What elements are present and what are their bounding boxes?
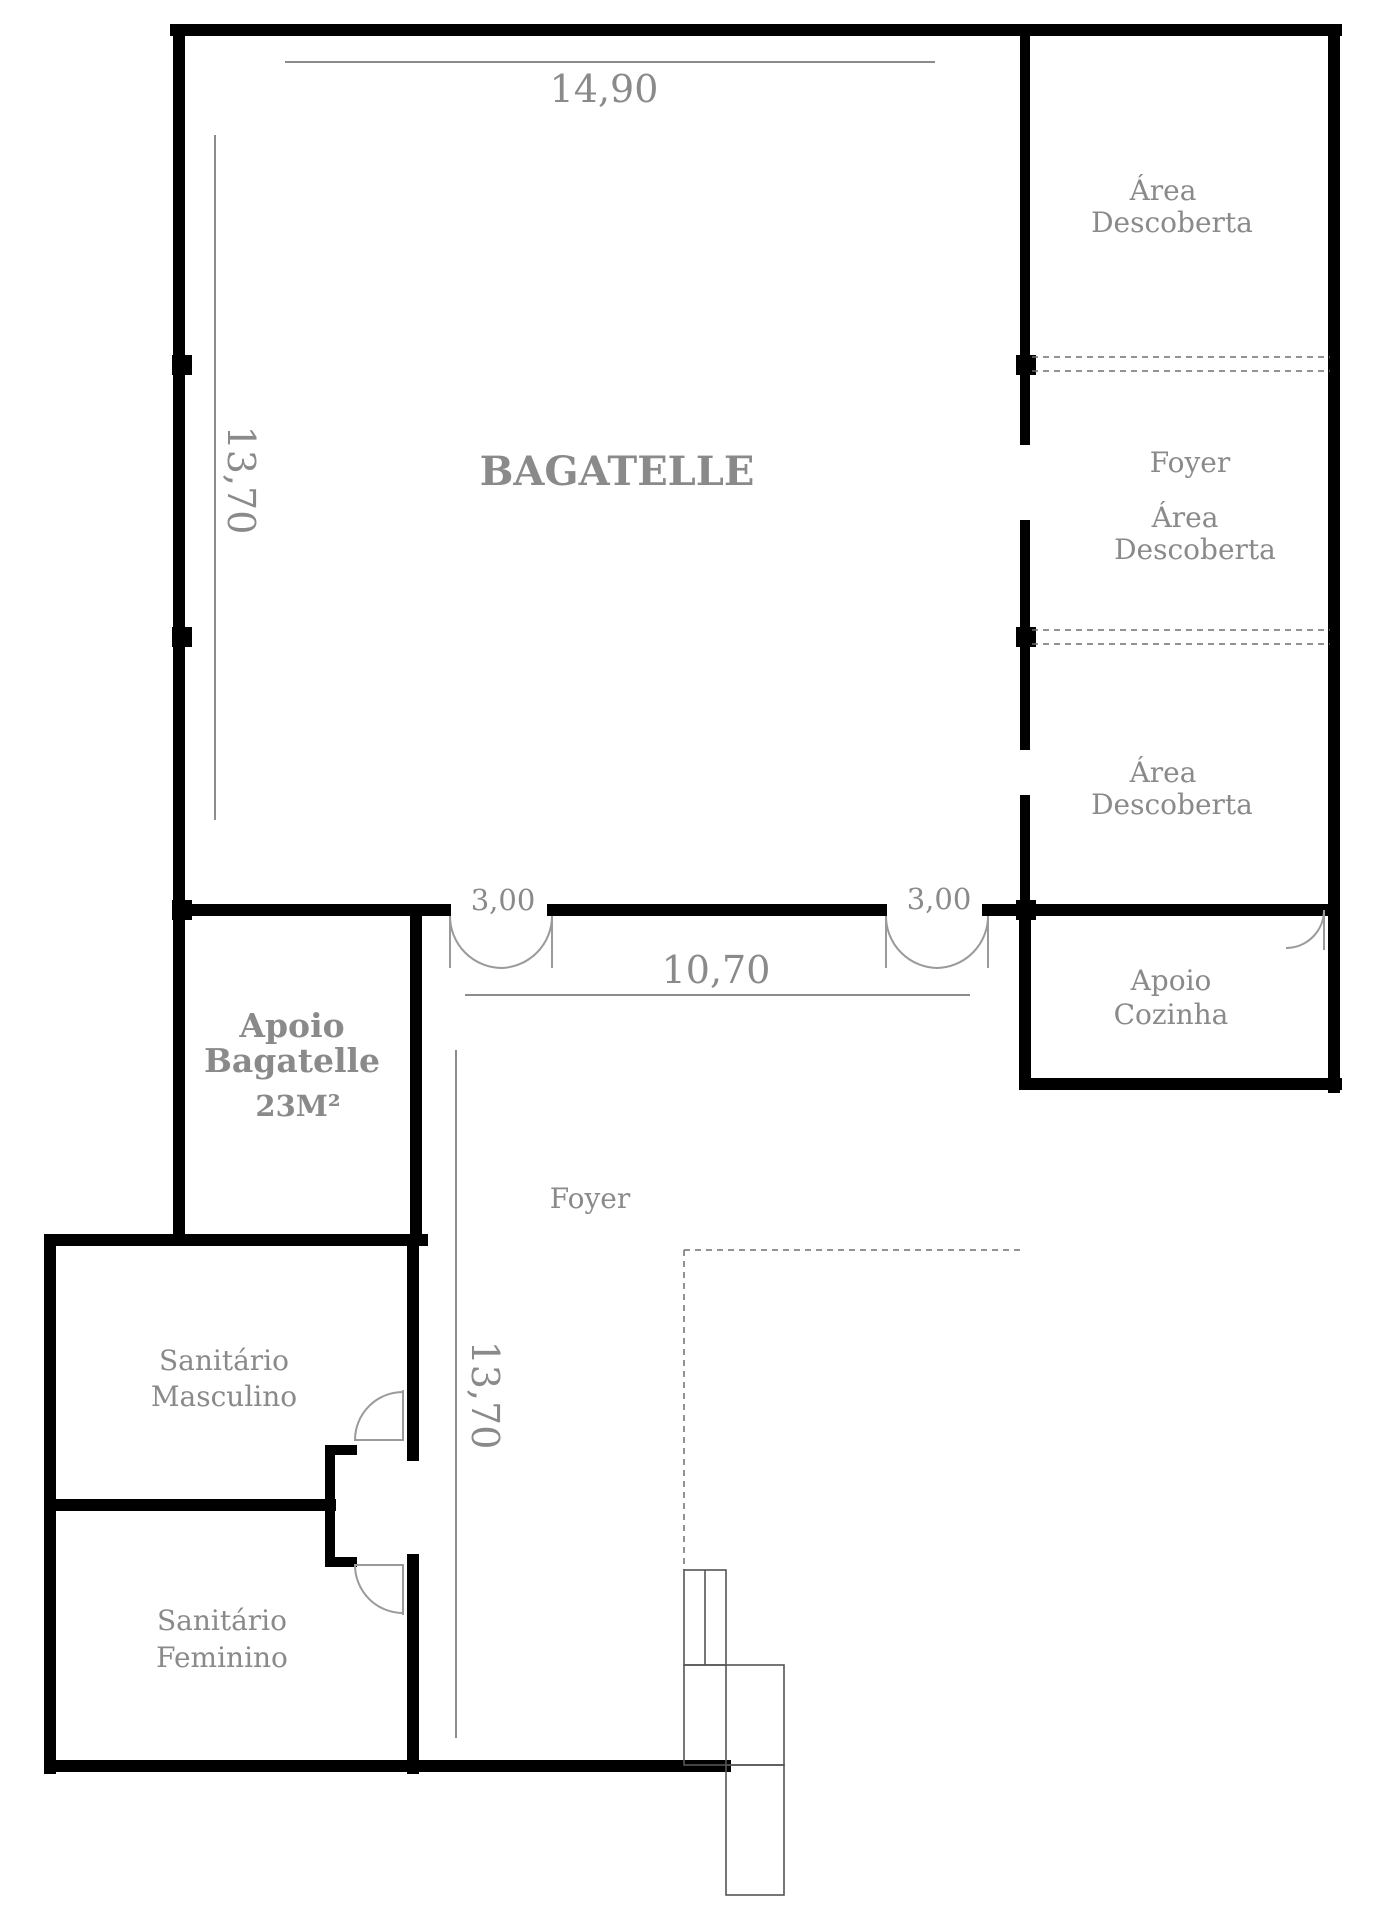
room-label-outdoor-bottom-1: Área (1129, 756, 1197, 789)
door-kitchen (1285, 909, 1325, 950)
room-label-restroom-male-2: Masculino (151, 1380, 297, 1413)
room-label-outdoor-mid-2: Descoberta (1114, 533, 1276, 566)
column (172, 627, 192, 647)
column (1016, 627, 1036, 647)
room-label-support-2: Bagatelle (204, 1041, 380, 1080)
room-label-foyer-main: Foyer (550, 1182, 631, 1215)
dimension-door-right: 3,00 (907, 882, 972, 916)
door-restroom-male (353, 1390, 404, 1441)
room-label-foyer-right: Foyer (1150, 446, 1231, 479)
room-label-restroom-female-1: Sanitário (157, 1604, 287, 1637)
column (172, 355, 192, 375)
stair-step (725, 1764, 785, 1896)
stairs (683, 1569, 785, 1896)
door-right-leaf-a (885, 915, 939, 969)
column (1016, 355, 1036, 375)
room-label-outdoor-top-2: Descoberta (1091, 206, 1253, 239)
wall-restroom-vestibule (325, 1445, 357, 1567)
dimension-hall-width: 14,90 (550, 67, 659, 111)
door-right-leaf-b (935, 915, 989, 969)
dimension-hall-depth: 13,70 (219, 426, 263, 535)
room-label-restroom-female-2: Feminino (156, 1641, 288, 1674)
room-label-outdoor-top-1: Área (1129, 174, 1197, 207)
walls (44, 24, 1342, 1774)
doors (353, 909, 1325, 1615)
room-label-bagatelle: BAGATELLE (480, 448, 755, 495)
dimension-foyer-width: 10,70 (662, 948, 771, 992)
dashed-lines (683, 356, 1330, 1570)
room-label-kitchen-2: Cozinha (1114, 998, 1229, 1031)
dimension-lines (214, 61, 970, 1738)
column (1016, 900, 1036, 920)
door-left-leaf-a (449, 915, 503, 969)
room-label-outdoor-mid-1: Área (1151, 501, 1219, 534)
room-label-outdoor-bottom-2: Descoberta (1091, 788, 1253, 821)
room-label-kitchen-1: Apoio (1130, 964, 1212, 997)
column (172, 900, 192, 920)
room-label-support-area: 23M² (255, 1089, 340, 1123)
door-restroom-female (353, 1564, 404, 1615)
stair-landing (683, 1664, 785, 1766)
columns (172, 355, 1036, 920)
dimension-foyer-depth: 13,70 (463, 1341, 507, 1450)
dimension-door-left: 3,00 (471, 883, 536, 917)
door-left-leaf-b (499, 915, 553, 969)
room-label-restroom-male-1: Sanitário (159, 1344, 289, 1377)
room-label-support-1: Apoio (238, 1006, 344, 1045)
